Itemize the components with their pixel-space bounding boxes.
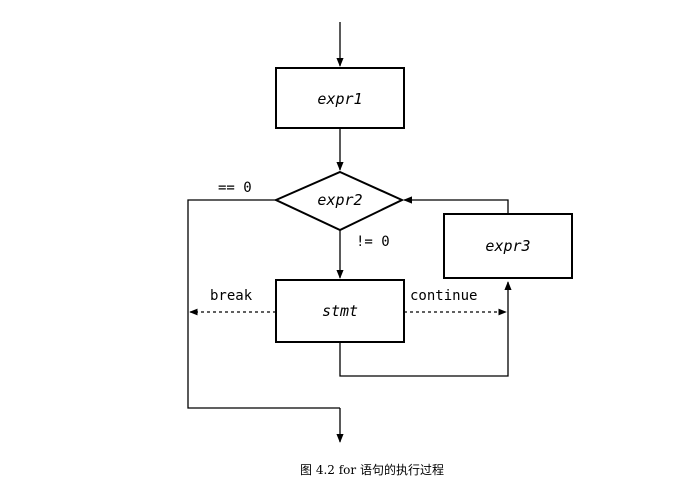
expr2-label: expr2 <box>317 191 362 209</box>
ne-zero-label: != 0 <box>356 234 390 250</box>
false-exit-line <box>187 199 340 409</box>
expr1-label: expr1 <box>317 90 362 108</box>
break-label: break <box>210 288 253 304</box>
stmt-box <box>275 279 405 343</box>
stmt-to-expr3-line <box>339 281 512 377</box>
expr3-to-expr2-loop <box>403 196 509 214</box>
stmt-label: stmt <box>322 302 358 320</box>
expr3-label: expr3 <box>485 237 530 255</box>
eq-zero-label: == 0 <box>218 180 252 196</box>
continue-label: continue <box>410 288 477 304</box>
figure-caption: 图 4.2 for 语句的执行过程 <box>300 462 444 477</box>
